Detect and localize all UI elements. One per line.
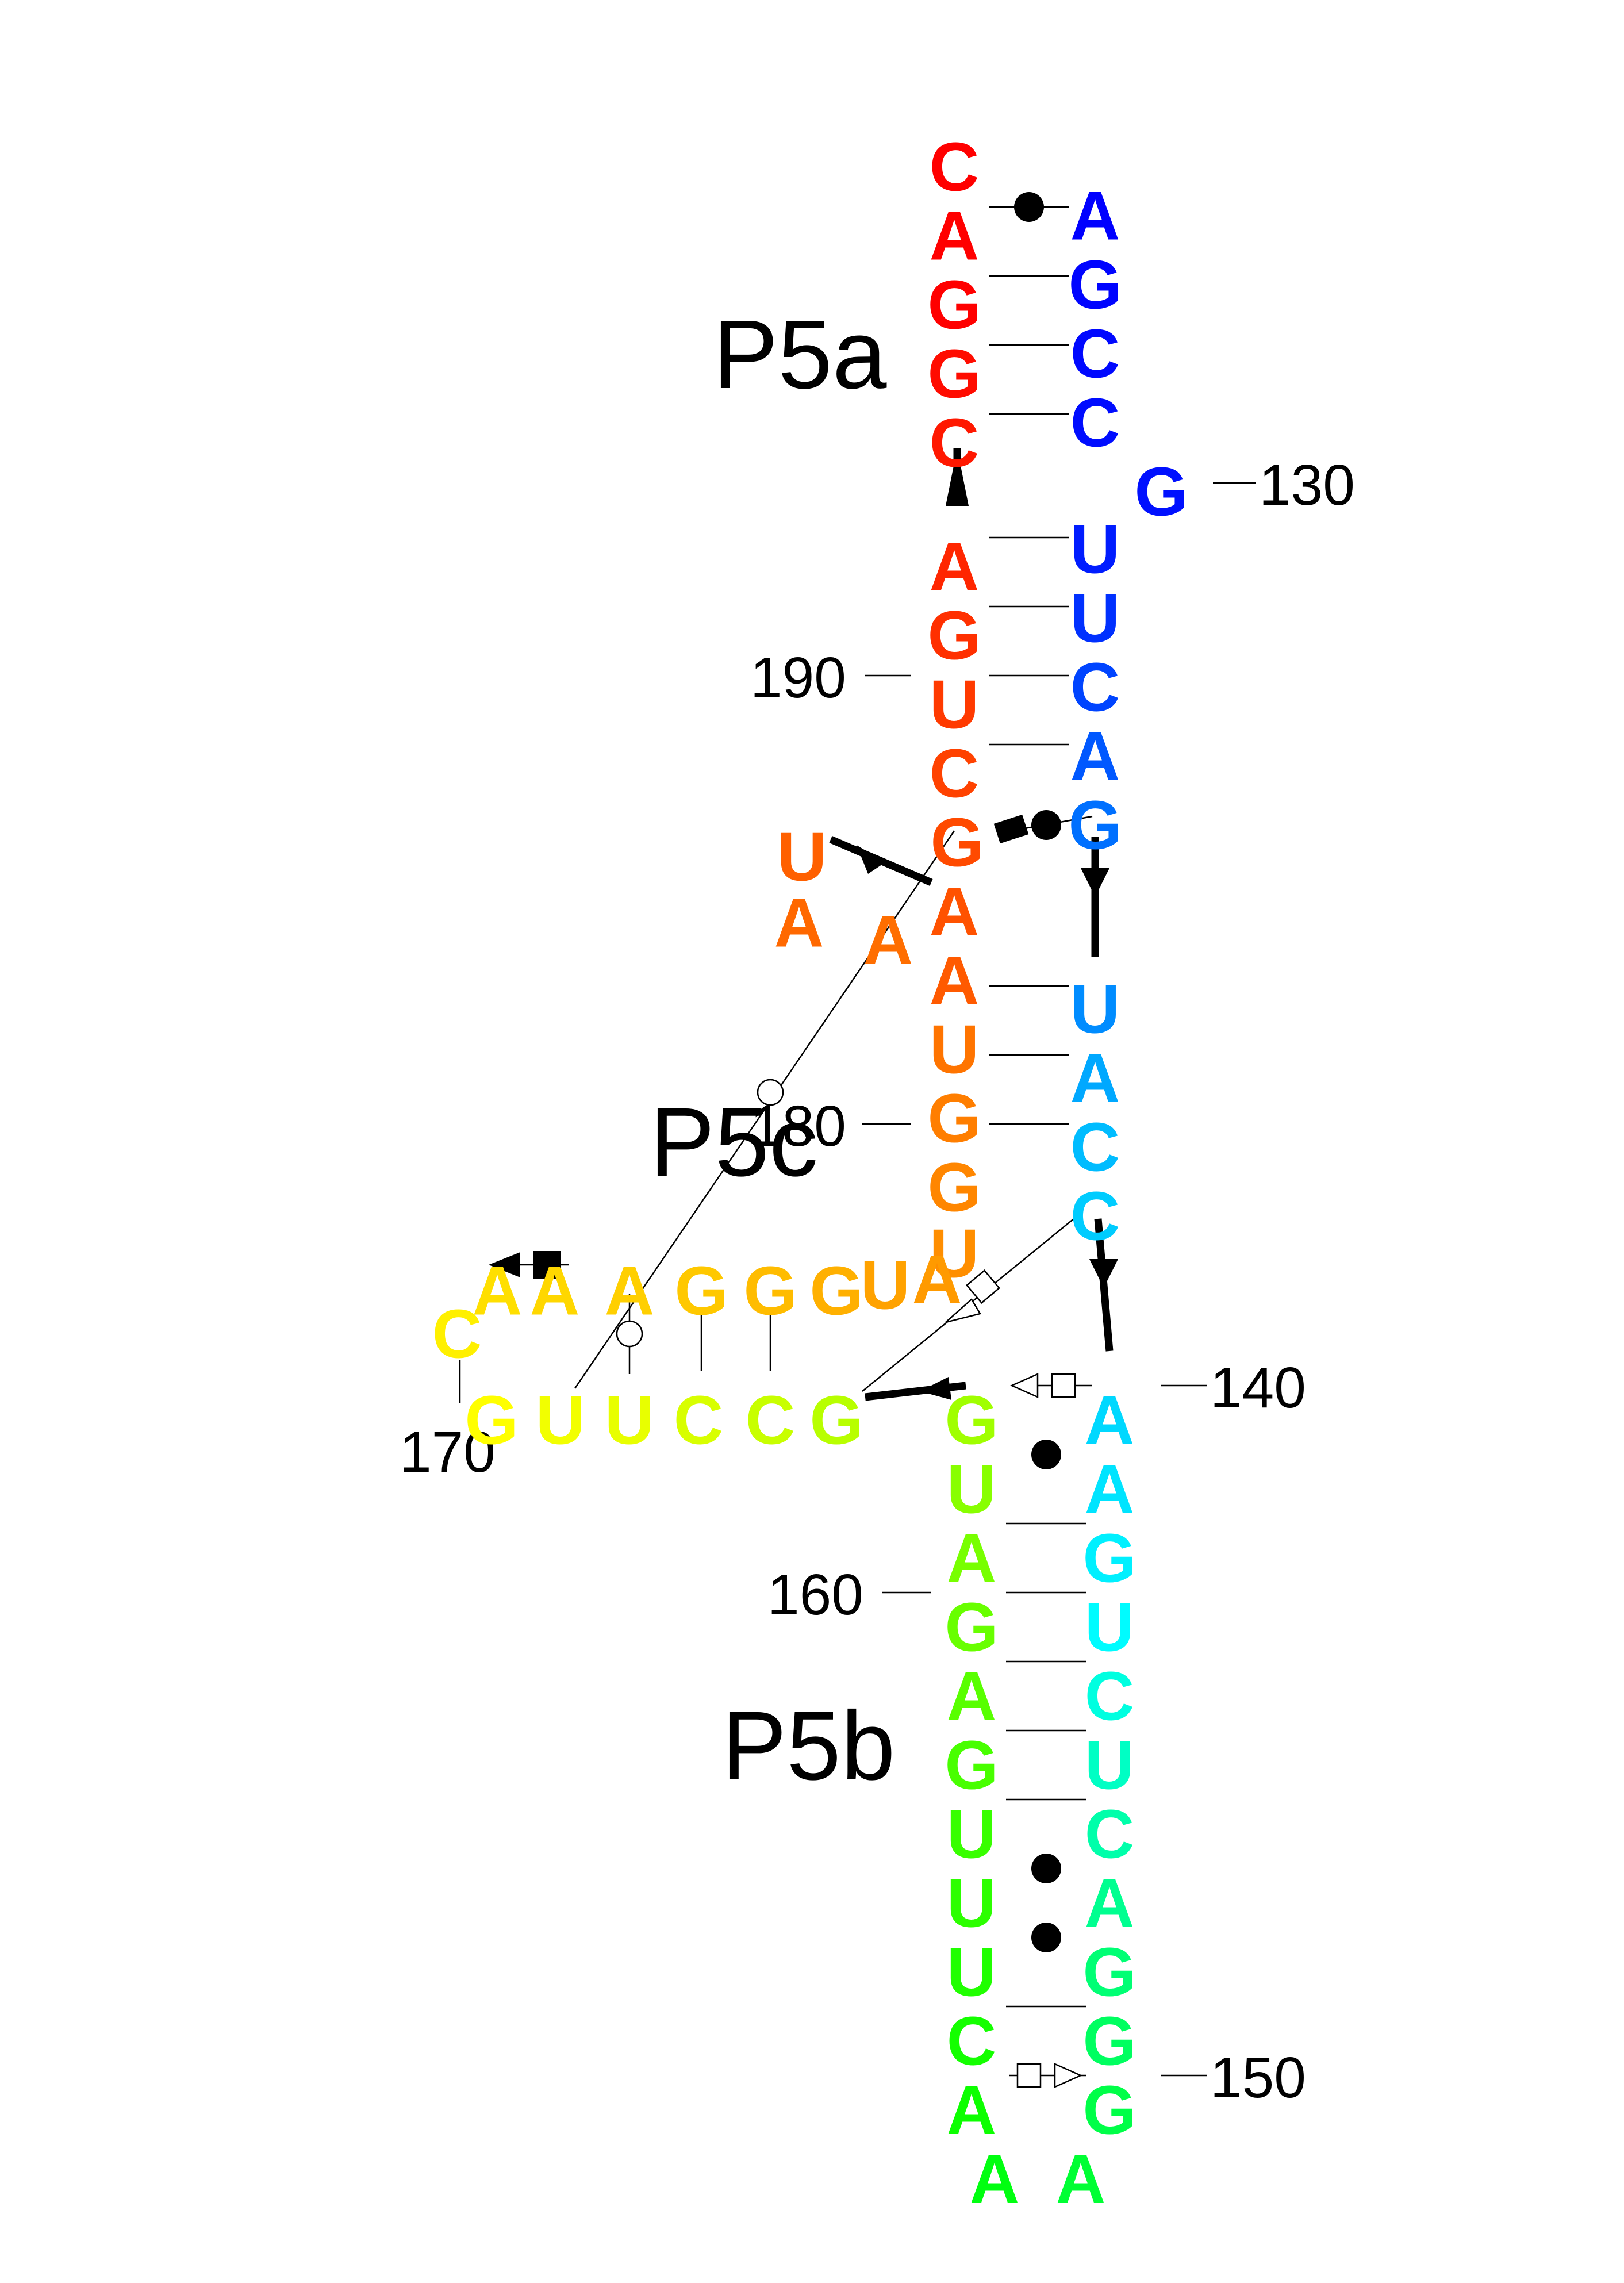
nucleotide-55: U bbox=[1085, 1589, 1135, 1666]
position-number-140: 140 bbox=[1210, 1356, 1306, 1420]
position-number-130: 130 bbox=[1259, 453, 1355, 517]
nucleotide-58: A bbox=[1085, 1382, 1135, 1459]
nucleotide-7: G bbox=[927, 597, 981, 674]
nucleotide-30: U bbox=[536, 1382, 586, 1459]
nucleotide-15: A bbox=[863, 902, 913, 979]
nucleotide-64: A bbox=[1070, 718, 1120, 795]
nucleotide-43: U bbox=[947, 1934, 997, 2011]
nucleotide-18: G bbox=[927, 1149, 981, 1226]
nucleotide-40: G bbox=[945, 1727, 998, 1804]
nucleotide-68: G bbox=[1134, 454, 1188, 531]
nucleotide-24: G bbox=[674, 1253, 728, 1330]
position-number-160: 160 bbox=[767, 1563, 863, 1627]
nucleotide-3: G bbox=[927, 267, 981, 344]
nucleotide-35: G bbox=[945, 1382, 998, 1459]
nucleotide-49: G bbox=[1082, 2003, 1136, 2080]
nucleotide-19: U bbox=[930, 1215, 980, 1292]
nucleotide-16: U bbox=[930, 1011, 980, 1088]
nucleotide-60: C bbox=[1070, 1109, 1120, 1186]
nucleotide-34: G bbox=[809, 1382, 863, 1459]
nucleotide-9: C bbox=[930, 735, 980, 812]
nucleotide-52: C bbox=[1085, 1796, 1135, 1873]
nucleotide-20: A bbox=[912, 1241, 962, 1318]
nucleotide-36: U bbox=[947, 1451, 997, 1528]
nucleotide-10: G bbox=[930, 804, 984, 881]
nucleotide-6: A bbox=[930, 528, 980, 605]
position-number-150: 150 bbox=[1210, 2046, 1306, 2110]
nucleotide-51: A bbox=[1085, 1865, 1135, 1942]
nucleotide-14: A bbox=[774, 885, 824, 962]
helix-label-p5a: P5a bbox=[713, 300, 887, 409]
wobble-pair-dots bbox=[989, 192, 1069, 1952]
nucleotide-41: U bbox=[947, 1796, 997, 1873]
nucleotide-46: A bbox=[970, 2141, 1020, 2218]
nucleotide-1: C bbox=[930, 129, 980, 206]
nucleotide-4: G bbox=[927, 336, 981, 413]
position-number-180: 180 bbox=[750, 1094, 846, 1158]
nucleotide-39: A bbox=[947, 1658, 997, 1735]
nucleotide-72: A bbox=[1070, 178, 1120, 255]
nucleotide-31: U bbox=[605, 1382, 655, 1459]
nucleotide-66: U bbox=[1070, 580, 1120, 657]
nucleotide-54: C bbox=[1085, 1658, 1135, 1735]
nucleotide-57: A bbox=[1085, 1451, 1135, 1528]
nucleotide-27: A bbox=[473, 1253, 523, 1330]
nucleotide-69: C bbox=[1070, 385, 1120, 462]
nucleotide-53: U bbox=[1085, 1727, 1135, 1804]
position-number-190: 190 bbox=[750, 646, 846, 710]
nucleotide-33: C bbox=[746, 1382, 796, 1459]
watson-crick-bonds bbox=[459, 275, 1086, 2008]
nucleotide-67: U bbox=[1070, 511, 1120, 588]
nucleotide-65: C bbox=[1070, 649, 1120, 726]
nucleotide-5: C bbox=[930, 405, 980, 482]
nucleotide-37: A bbox=[947, 1520, 997, 1597]
helix-label-p5b: P5b bbox=[721, 1691, 895, 1801]
nucleotide-38: G bbox=[945, 1589, 998, 1666]
nucleotide-13: U bbox=[777, 819, 827, 896]
nucleotide-62: U bbox=[1070, 971, 1120, 1048]
nucleotide-47: A bbox=[1056, 2141, 1106, 2218]
nucleotide-61: A bbox=[1070, 1040, 1120, 1117]
stacking-strokes bbox=[829, 448, 1118, 1401]
nucleotide-45: A bbox=[947, 2072, 997, 2149]
nucleotide-25: A bbox=[605, 1253, 655, 1330]
nucleotide-70: C bbox=[1070, 316, 1120, 393]
nucleotide-59: C bbox=[1070, 1178, 1120, 1255]
position-ticks bbox=[862, 482, 1256, 2077]
nucleotide-29: G bbox=[464, 1382, 518, 1459]
nucleotide-42: U bbox=[947, 1865, 997, 1942]
nucleotide-26: A bbox=[530, 1253, 580, 1330]
nucleotide-44: C bbox=[947, 2003, 997, 2080]
nucleotide-56: G bbox=[1082, 1520, 1136, 1597]
nucleotide-50: G bbox=[1082, 1934, 1136, 2011]
nucleotide-32: C bbox=[674, 1382, 724, 1459]
nucleotide-22: G bbox=[809, 1253, 863, 1330]
nucleotide-63: G bbox=[1068, 787, 1122, 864]
nucleotide-23: G bbox=[743, 1253, 797, 1330]
nucleotide-11: A bbox=[930, 873, 980, 950]
nucleotide-17: G bbox=[927, 1080, 981, 1157]
nucleotide-48: G bbox=[1082, 2072, 1136, 2149]
nucleotide-28: C bbox=[432, 1296, 482, 1373]
nucleotide-21: U bbox=[861, 1247, 911, 1324]
nucleotide-12: A bbox=[930, 942, 980, 1019]
nucleotide-2: A bbox=[930, 198, 980, 275]
nucleotide-71: G bbox=[1068, 247, 1122, 324]
nucleotide-8: U bbox=[930, 666, 980, 743]
position-number-170: 170 bbox=[400, 1420, 496, 1484]
helix-label-p5c: P5c bbox=[650, 1088, 818, 1197]
noncanonical-pair-symbols bbox=[489, 810, 1093, 2088]
